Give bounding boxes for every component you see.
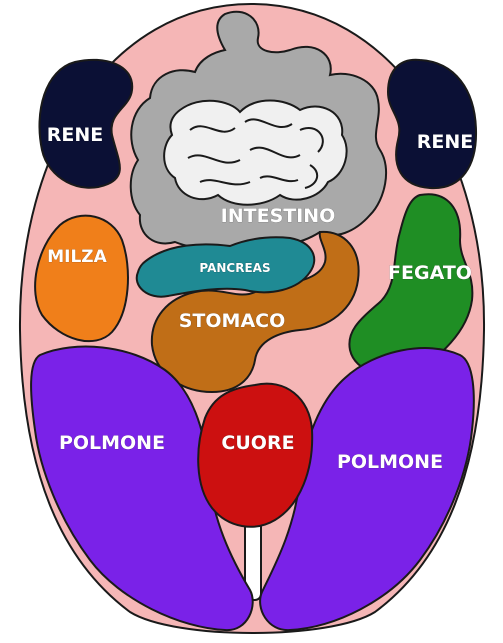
label-lung-right: POLMONE	[337, 451, 443, 473]
kidney-right-shape	[388, 60, 476, 188]
label-liver: FEGATO	[388, 262, 472, 284]
label-kidney-right: RENE	[417, 131, 474, 153]
label-intestine: INTESTINO	[221, 205, 336, 227]
label-pancreas: PANCREAS	[199, 261, 270, 275]
label-kidney-left: RENE	[47, 124, 104, 146]
label-stomach: STOMACO	[179, 310, 286, 332]
intestine-coils	[164, 101, 346, 205]
label-heart: CUORE	[221, 432, 294, 454]
label-spleen: MILZA	[47, 247, 107, 267]
label-lung-left: POLMONE	[59, 432, 165, 454]
